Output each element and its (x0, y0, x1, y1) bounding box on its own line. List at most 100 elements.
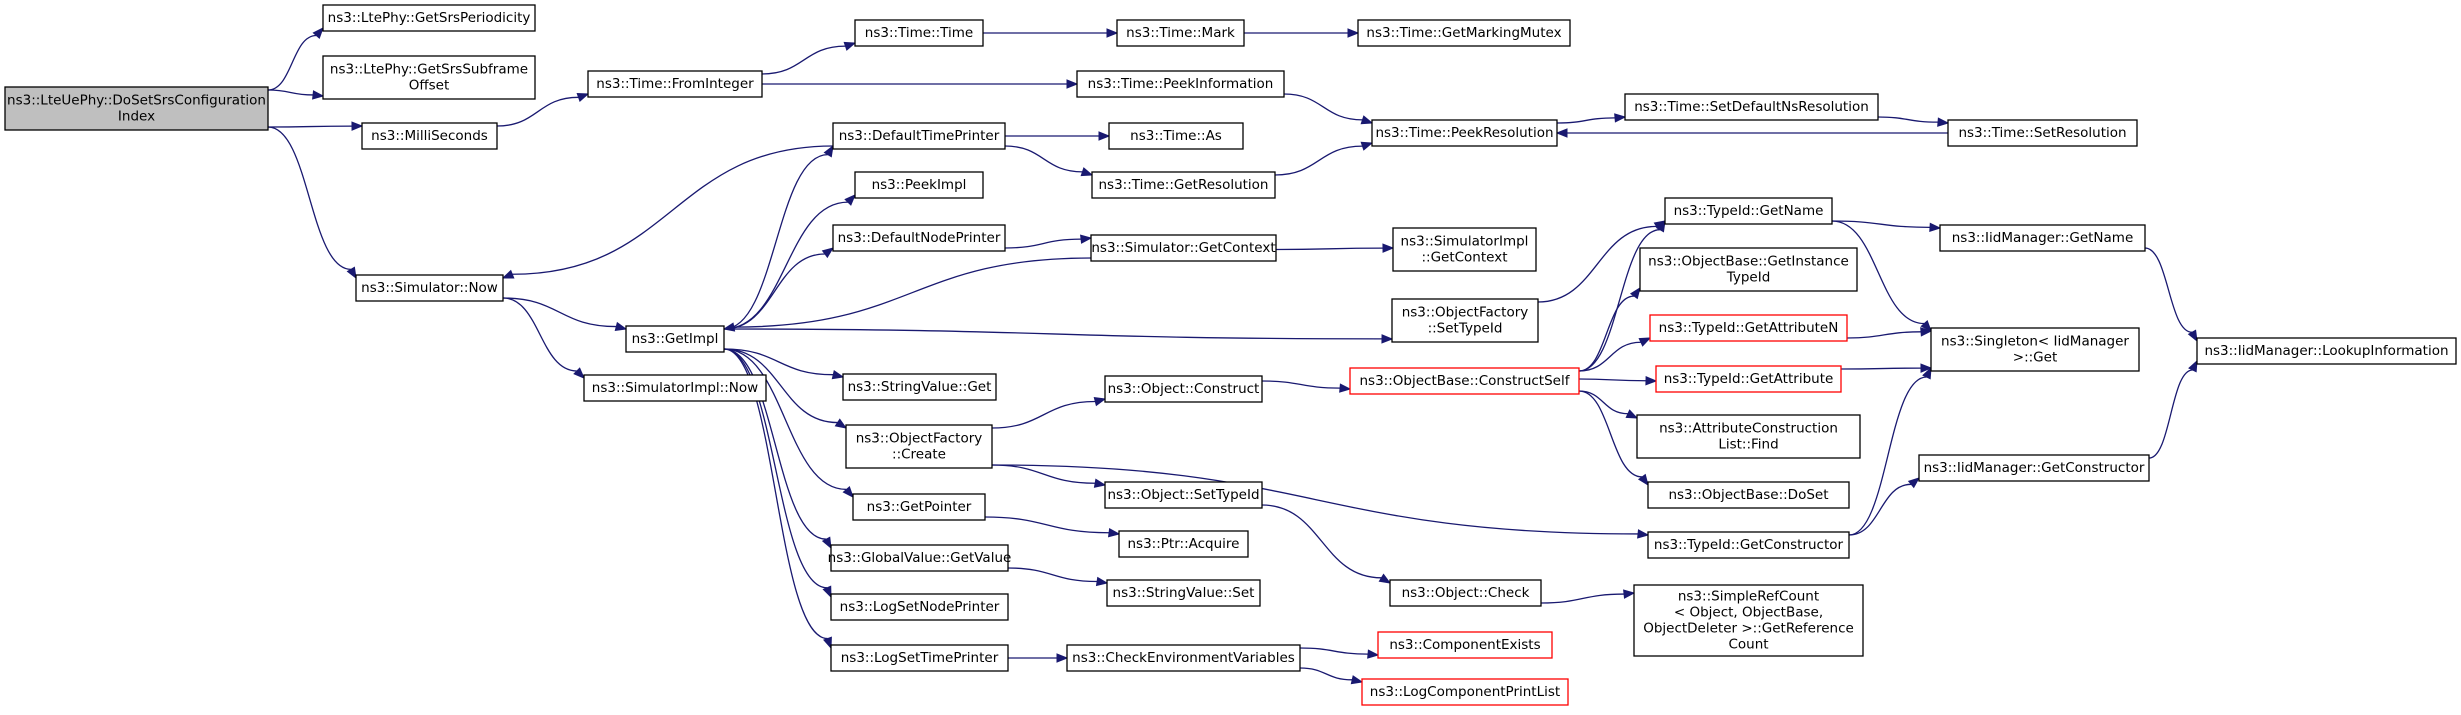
edge-simnow-to-simimplnow (502, 297, 585, 379)
node-objectconstruct[interactable]: ns3::Object::Construct (1104, 375, 1263, 403)
node-getimpl[interactable]: ns3::GetImpl (625, 325, 725, 353)
node-timemark[interactable]: ns3::Time::Mark (1116, 19, 1245, 47)
node-constructself[interactable]: ns3::ObjectBase::ConstructSelf (1349, 367, 1580, 395)
edge-arrowhead (823, 144, 834, 158)
node-timetime[interactable]: ns3::Time::Time (854, 19, 984, 47)
node-iidgetconstructor[interactable]: ns3::IidManager::GetConstructor (1918, 454, 2150, 482)
node-label: ns3::LogSetTimePrinter (841, 650, 999, 666)
edge-globalvaluegetvalue-to-stringvalueset (1007, 567, 1109, 587)
node-iidgetname[interactable]: ns3::IidManager::GetName (1939, 224, 2146, 252)
node-peekinformation[interactable]: ns3::Time::PeekInformation (1076, 70, 1285, 98)
edge-checkenv-to-componentexists (1299, 647, 1380, 659)
node-box (1918, 454, 2150, 482)
node-label: ns3::StringValue::Get (848, 379, 992, 395)
node-box (1076, 70, 1285, 98)
node-timeas[interactable]: ns3::Time::As (1108, 122, 1244, 150)
edge-arrowhead (1056, 653, 1069, 663)
node-globalvaluegetvalue[interactable]: ns3::GlobalValue::GetValue (828, 544, 1012, 572)
node-setdefaultns[interactable]: ns3::Time::SetDefaultNsResolution (1624, 93, 1879, 121)
node-root[interactable]: ns3::LteUePhy::DoSetSrsConfigurationInde… (4, 86, 269, 131)
node-simplerefcount[interactable]: ns3::SimpleRefCount< Object, ObjectBase,… (1633, 584, 1864, 657)
edge-setdefaultns-to-setresolution (1877, 116, 1950, 127)
node-setresolution[interactable]: ns3::Time::SetResolution (1947, 119, 2138, 147)
node-objectfactorycreate[interactable]: ns3::ObjectFactory::Create (845, 424, 993, 469)
node-label: ns3::ObjectBase::GetInstance (1648, 254, 1849, 270)
edge-line (512, 145, 834, 275)
edge-line (267, 126, 351, 271)
edge-frominteger-to-peekinformation (762, 79, 1079, 89)
node-logsettimeprinter[interactable]: ns3::LogSetTimePrinter (830, 644, 1009, 672)
node-getsrsperiodicity[interactable]: ns3::LtePhy::GetSrsPeriodicity (322, 4, 536, 32)
node-stringvalueget[interactable]: ns3::StringValue::Get (842, 373, 997, 401)
edge-timetime-to-timemark (983, 28, 1119, 38)
node-box (845, 424, 993, 469)
node-objectfactorysettypeid[interactable]: ns3::ObjectFactory::SetTypeId (1391, 298, 1539, 343)
node-defaultnodeprinter[interactable]: ns3::DefaultNodePrinter (832, 224, 1006, 252)
node-simnow[interactable]: ns3::Simulator::Now (355, 274, 504, 302)
edge-line (1299, 667, 1353, 681)
edge-arrowhead (351, 121, 364, 131)
node-dosetobj[interactable]: ns3::ObjectBase::DoSet (1647, 481, 1850, 509)
node-ptracquire[interactable]: ns3::Ptr::Acquire (1118, 530, 1249, 558)
node-typeidgetname[interactable]: ns3::TypeId::GetName (1664, 197, 1833, 225)
node-stringvalueset[interactable]: ns3::StringValue::Set (1106, 579, 1261, 607)
node-box (1377, 631, 1553, 659)
node-box (1091, 171, 1276, 199)
node-markingmutex[interactable]: ns3::Time::GetMarkingMutex (1357, 19, 1571, 47)
node-box (1633, 584, 1864, 657)
node-getresolution[interactable]: ns3::Time::GetResolution (1091, 171, 1276, 199)
edge-arrowhead (312, 90, 325, 100)
node-label: ns3::Time::PeekResolution (1375, 125, 1553, 141)
node-logcomponentprintlist[interactable]: ns3::LogComponentPrintList (1361, 678, 1569, 706)
edge-root-to-milliseconds (267, 121, 364, 131)
node-simimplnow[interactable]: ns3::SimulatorImpl::Now (583, 374, 767, 402)
node-objectcheck[interactable]: ns3::Object::Check (1389, 579, 1542, 607)
node-peekimpl[interactable]: ns3::PeekImpl (854, 171, 984, 199)
node-frominteger[interactable]: ns3::Time::FromInteger (587, 70, 763, 98)
node-getpointer[interactable]: ns3::GetPointer (852, 493, 986, 521)
edge-objectfactorycreate-to-typeidgetconstructor (991, 464, 1650, 539)
edge-arrowhead (1382, 243, 1395, 253)
edge-line (267, 89, 314, 96)
edge-root-to-simnow (267, 126, 357, 280)
node-objectsettypeid[interactable]: ns3::Object::SetTypeId (1104, 481, 1263, 509)
edge-line (723, 153, 828, 330)
node-getcontext[interactable]: ns3::Simulator::GetContext (1090, 234, 1277, 262)
node-typeidgetconstructor[interactable]: ns3::TypeId::GetConstructor (1647, 531, 1850, 559)
node-label: ns3::Time::PeekInformation (1088, 76, 1274, 92)
node-checkenv[interactable]: ns3::CheckEnvironmentVariables (1066, 644, 1301, 672)
edge-iidgetname-to-lookupinformation (2144, 247, 2198, 343)
edge-objectcheck-to-simplerefcount (1540, 589, 1636, 604)
edge-arrowhead (1623, 589, 1636, 599)
node-label: ns3::LtePhy::GetSrsSubframe (330, 62, 528, 78)
node-getattributen[interactable]: ns3::TypeId::GetAttributeN (1649, 314, 1848, 342)
node-label: ns3::IidManager::GetName (1952, 230, 2134, 246)
edge-line (502, 297, 577, 372)
node-box (4, 86, 269, 131)
node-lookupinformation[interactable]: ns3::IidManager::LookupInformation (2196, 337, 2457, 365)
node-peekresolution[interactable]: ns3::Time::PeekResolution (1371, 119, 1558, 147)
node-label: ns3::SimulatorImpl::Now (592, 380, 758, 396)
node-logsetnodeprinter[interactable]: ns3::LogSetNodePrinter (830, 593, 1009, 621)
edge-line (1275, 247, 1384, 251)
node-singletonget[interactable]: ns3::Singleton< IidManager >::Get (1930, 327, 2140, 372)
node-box (1090, 234, 1277, 262)
node-getattribute[interactable]: ns3::TypeId::GetAttribute (1655, 365, 1842, 393)
node-box (1947, 119, 2138, 147)
node-defaulttimeprinter[interactable]: ns3::DefaultTimePrinter (832, 122, 1006, 150)
edge-arrowhead (1629, 286, 1641, 300)
node-label: ns3::DefaultTimePrinter (839, 128, 1000, 144)
node-componentexists[interactable]: ns3::ComponentExists (1377, 631, 1553, 659)
edge-line (1261, 504, 1382, 579)
node-label: ::GetContext (1421, 250, 1507, 266)
node-milliseconds[interactable]: ns3::MilliSeconds (361, 122, 498, 150)
edge-arrowhead (1360, 115, 1374, 125)
edge-setresolution-to-peekresolution (1555, 128, 1948, 138)
node-box (625, 325, 725, 353)
edge-arrowhead (844, 194, 856, 206)
edge-line (1540, 593, 1625, 604)
node-simimplgetcontext[interactable]: ns3::SimulatorImpl::GetContext (1392, 227, 1537, 272)
